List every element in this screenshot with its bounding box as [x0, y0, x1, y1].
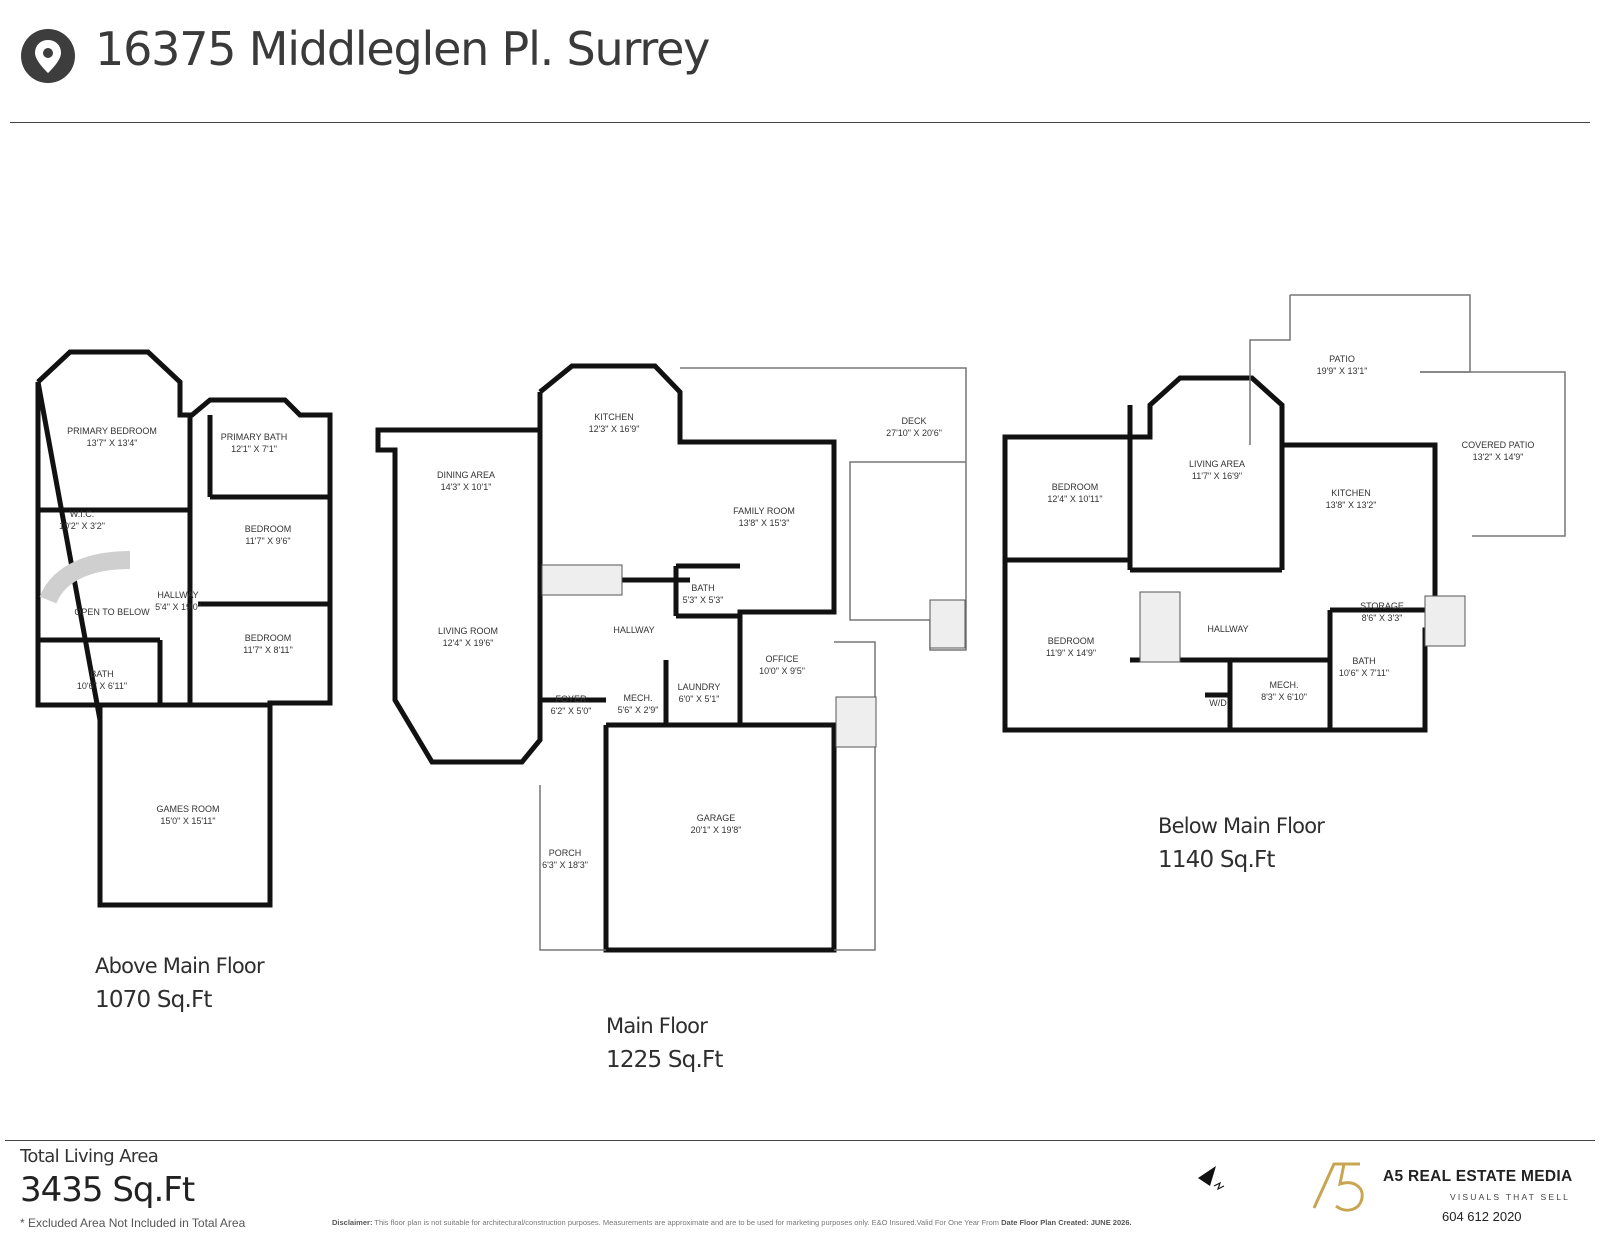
- room-dims-below-0: 19'9" X 13'1": [1317, 366, 1368, 376]
- north-arrow-icon: [1198, 1166, 1225, 1191]
- above-floor-plan: [35, 349, 333, 908]
- room-name-above-4: HALLWAY: [157, 590, 198, 600]
- room-dims-below-8: 10'6" X 7'11": [1339, 668, 1389, 678]
- above-floor-label: Above Main Floor 1070 Sq.Ft: [95, 954, 265, 1013]
- room-dims-main-9: 5'6" X 2'9": [618, 705, 659, 715]
- room-name-main-2: DINING AREA: [437, 470, 495, 480]
- room-dims-main-1: 27'10" X 20'6": [886, 428, 942, 438]
- date-created: Date Floor Plan Created: JUNE 2026.: [1001, 1218, 1132, 1227]
- header: 16375 Middleglen Pl. Surrey: [0, 0, 1600, 124]
- room-name-main-10: LAUNDRY: [678, 682, 721, 692]
- above-floor-name: Above Main Floor: [95, 954, 265, 978]
- room-name-main-6: HALLWAY: [613, 625, 654, 635]
- room-name-main-3: FAMILY ROOM: [733, 506, 795, 516]
- room-dims-below-7: 11'9" X 14'9": [1046, 648, 1096, 658]
- room-name-above-8: GAMES ROOM: [156, 804, 219, 814]
- room-dims-above-2: 10'2" X 3'2": [59, 521, 105, 531]
- room-name-below-8: BATH: [1352, 656, 1375, 666]
- header-divider: [10, 122, 1590, 123]
- room-name-below-7: BEDROOM: [1048, 636, 1095, 646]
- room-dims-below-2: 12'4" X 10'11": [1047, 494, 1102, 504]
- excluded-area-note: * Excluded Area Not Included in Total Ar…: [20, 1216, 246, 1230]
- location-pin-icon: [21, 29, 75, 83]
- room-dims-below-3: 11'7" X 16'9": [1192, 471, 1242, 481]
- room-name-above-2: W.I.C.: [70, 509, 95, 519]
- room-dims-above-1: 12'1" X 7'1": [231, 444, 277, 454]
- disclaimer: Disclaimer: This floor plan is not suita…: [332, 1218, 1132, 1227]
- room-name-above-0: PRIMARY BEDROOM: [67, 426, 157, 436]
- main-floor-area: 1225 Sq.Ft: [606, 1047, 723, 1073]
- room-dims-main-11: 20'1" X 19'8": [691, 825, 742, 835]
- disclaimer-text: This floor plan is not suitable for arch…: [374, 1218, 1000, 1227]
- room-name-above-1: PRIMARY BATH: [221, 432, 288, 442]
- room-name-above-5: OPEN TO BELOW: [74, 607, 150, 617]
- room-dims-main-2: 14'3" X 10'1": [441, 482, 492, 492]
- room-dims-below-1: 13'2" X 14'9": [1473, 452, 1524, 462]
- room-dims-above-6: 11'7" X 8'11": [243, 645, 293, 655]
- room-name-main-11: GARAGE: [697, 813, 736, 823]
- room-dims-main-7: 10'0" X 9'5": [759, 666, 805, 676]
- room-name-below-2: BEDROOM: [1052, 482, 1099, 492]
- room-dims-main-4: 5'3" X 5'3": [683, 595, 724, 605]
- room-dims-main-12: 6'3" X 18'3": [542, 860, 588, 870]
- footer-divider: [5, 1140, 1595, 1141]
- a5-logo-icon: [1312, 1162, 1364, 1212]
- room-name-main-5: LIVING ROOM: [438, 626, 498, 636]
- room-name-main-7: OFFICE: [766, 654, 799, 664]
- room-name-main-12: PORCH: [549, 848, 582, 858]
- room-dims-main-0: 12'3" X 16'9": [589, 424, 640, 434]
- room-dims-below-9: 8'3" X 6'10": [1261, 692, 1307, 702]
- room-name-below-9: MECH.: [1270, 680, 1299, 690]
- room-name-main-0: KITCHEN: [594, 412, 634, 422]
- room-dims-above-0: 13'7" X 13'4": [87, 438, 138, 448]
- brand-name: A5 REAL ESTATE MEDIA: [1383, 1168, 1573, 1185]
- room-dims-above-7: 10'6" X 6'11": [77, 681, 127, 691]
- room-name-above-6: BEDROOM: [245, 633, 292, 643]
- room-dims-below-5: 8'6" X 3'3": [1362, 613, 1403, 623]
- room-name-main-9: MECH.: [624, 693, 653, 703]
- main-floor-name: Main Floor: [606, 1014, 708, 1038]
- total-area-label: Total Living Area: [20, 1146, 159, 1167]
- below-floor-name: Below Main Floor: [1158, 814, 1325, 838]
- room-name-below-3: LIVING AREA: [1189, 459, 1245, 469]
- room-name-below-1: COVERED PATIO: [1462, 440, 1535, 450]
- room-name-main-4: BATH: [691, 583, 714, 593]
- room-name-below-0: PATIO: [1329, 354, 1355, 364]
- total-area-value: 3435 Sq.Ft: [20, 1170, 195, 1210]
- room-name-below-5: STORAGE: [1360, 601, 1404, 611]
- above-floor-area: 1070 Sq.Ft: [95, 987, 212, 1013]
- room-dims-above-3: 11'7" X 9'6": [245, 536, 290, 546]
- room-name-below-6: HALLWAY: [1207, 624, 1248, 634]
- below-floor-area: 1140 Sq.Ft: [1158, 847, 1275, 873]
- disclaimer-label: Disclaimer:: [332, 1218, 373, 1227]
- below-floor-label: Below Main Floor 1140 Sq.Ft: [1158, 814, 1325, 873]
- room-name-below-4: KITCHEN: [1331, 488, 1371, 498]
- room-name-below-10: W/D: [1209, 698, 1227, 708]
- room-dims-main-8: 6'2" X 5'0": [551, 706, 592, 716]
- room-name-main-8: FOYER: [555, 694, 587, 704]
- room-name-above-3: BEDROOM: [245, 524, 292, 534]
- room-name-above-7: BATH: [90, 669, 113, 679]
- room-name-main-1: DECK: [901, 416, 926, 426]
- main-floor-label: Main Floor 1225 Sq.Ft: [606, 1014, 723, 1073]
- room-dims-main-5: 12'4" X 19'6": [443, 638, 494, 648]
- room-dims-above-4: 5'4" X 19'0": [155, 602, 201, 612]
- room-dims-main-3: 13'8" X 15'3": [739, 518, 790, 528]
- brand-tagline: VISUALS THAT SELL: [1450, 1192, 1571, 1202]
- room-dims-main-10: 6'0" X 5'1": [679, 694, 720, 704]
- room-dims-above-8: 15'0" X 15'11": [160, 816, 215, 826]
- brand-phone: 604 612 2020: [1442, 1209, 1522, 1224]
- property-address: 16375 Middleglen Pl. Surrey: [95, 22, 710, 76]
- room-dims-below-4: 13'8" X 13'2": [1326, 500, 1377, 510]
